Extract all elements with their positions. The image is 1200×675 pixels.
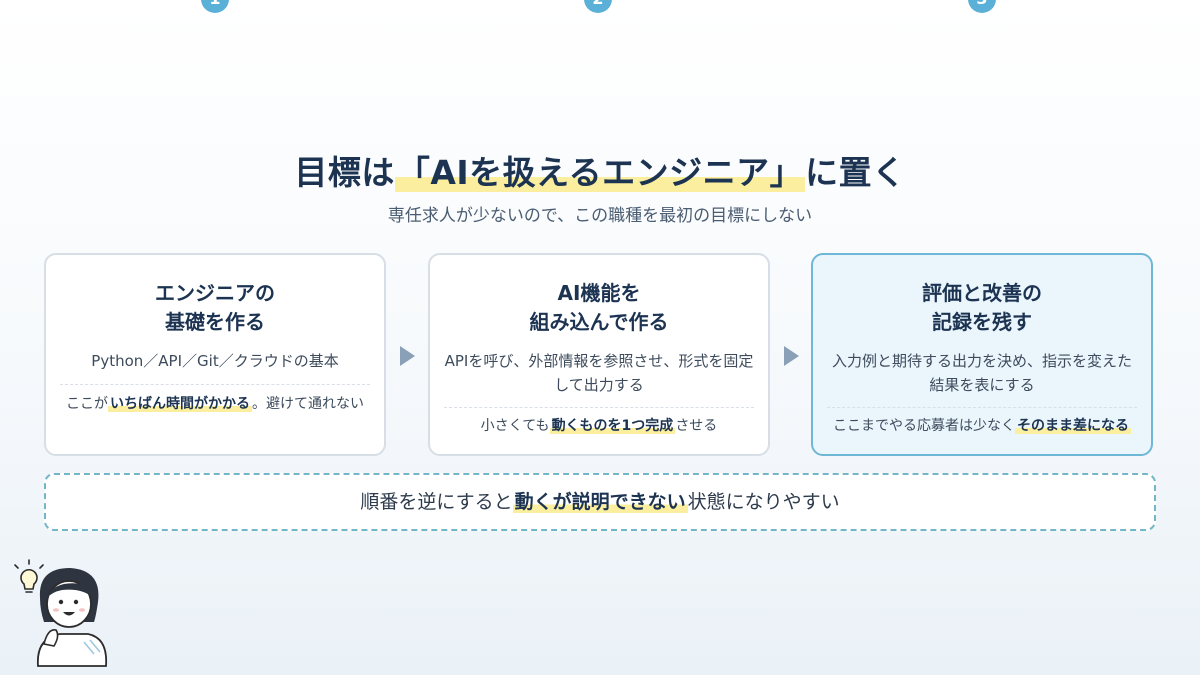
step-description: Python／API／Git／クラウドの基本 bbox=[91, 352, 339, 370]
step-divider bbox=[444, 407, 754, 408]
arrow-right-icon bbox=[400, 346, 415, 366]
footer-emphasis: 動くが説明できない bbox=[512, 491, 688, 513]
note-emphasis: いちばん時間がかかる bbox=[108, 396, 252, 412]
footer-text: 状態になりやすい bbox=[687, 491, 840, 513]
arrow-right-icon bbox=[784, 346, 799, 366]
note-text: ここが bbox=[66, 396, 108, 412]
step-badge-1: 1 bbox=[201, 0, 229, 13]
step-card-1: エンジニアの 基礎を作る Python／API／Git／クラウドの基本 ここがい… bbox=[44, 253, 386, 456]
step-title-line2: 組み込んで作る bbox=[529, 310, 669, 334]
title-before: 目標は bbox=[294, 153, 395, 192]
step-badge-2: 2 bbox=[584, 0, 612, 13]
footer-callout: 順番を逆にすると動くが説明できない状態になりやすい bbox=[44, 473, 1156, 531]
step-title-line1: 評価と改善の bbox=[922, 281, 1042, 305]
lightbulb-icon bbox=[14, 559, 44, 593]
mascot-illustration bbox=[14, 559, 108, 667]
step-card-2: AI機能を 組み込んで作る APIを呼び、外部情報を参照させ、形式を固定して出力… bbox=[428, 253, 770, 456]
step-card-3: 評価と改善の 記録を残す 入力例と期待する出力を決め、指示を変えた結果を表にする… bbox=[811, 253, 1153, 456]
step-note: ここがいちばん時間がかかる。避けて通れない bbox=[54, 394, 376, 414]
note-emphasis: そのまま差になる bbox=[1015, 418, 1131, 434]
step-note: 小さくても動くものを1つ完成させる bbox=[438, 416, 760, 436]
step-title: エンジニアの 基礎を作る bbox=[56, 279, 374, 337]
step-title: 評価と改善の 記録を残す bbox=[823, 279, 1141, 337]
step-title-line1: エンジニアの bbox=[155, 281, 275, 305]
note-text: 。避けて通れない bbox=[252, 396, 364, 412]
page-title: 目標は「AIを扱えるエンジニア」に置く bbox=[0, 146, 1200, 194]
note-emphasis: 動くものを1つ完成 bbox=[549, 418, 676, 434]
step-description: 入力例と期待する出力を決め、指示を変えた結果を表にする bbox=[831, 352, 1132, 394]
step-title: AI機能を 組み込んで作る bbox=[440, 279, 758, 337]
note-text: ここまでやる応募者は少なく bbox=[833, 418, 1015, 434]
note-text: 小さくても bbox=[480, 418, 550, 434]
step-divider bbox=[827, 407, 1137, 408]
title-after: に置く bbox=[805, 153, 906, 192]
step-title-line2: 記録を残す bbox=[932, 310, 1032, 334]
step-note: ここまでやる応募者は少なくそのまま差になる bbox=[821, 416, 1143, 436]
step-description: APIを呼び、外部情報を参照させ、形式を固定して出力する bbox=[444, 352, 754, 394]
page-subtitle: 専任求人が少ないので、この職種を最初の目標にしない bbox=[387, 206, 813, 226]
note-text: させる bbox=[675, 418, 718, 434]
title-highlight: 「AIを扱えるエンジニア」 bbox=[394, 153, 806, 192]
step-title-line2: 基礎を作る bbox=[165, 310, 265, 334]
footer-text: 順番を逆にすると bbox=[360, 491, 513, 513]
step-divider bbox=[60, 384, 370, 385]
step-badge-3: 3 bbox=[968, 0, 996, 13]
step-title-line1: AI機能を bbox=[557, 281, 641, 305]
